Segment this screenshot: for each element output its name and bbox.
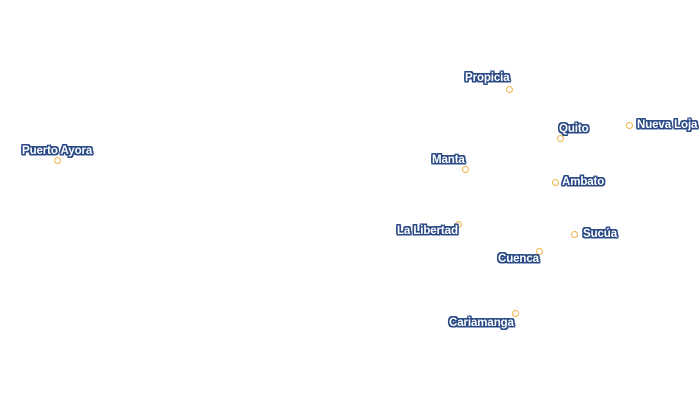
city-label-propicia: Propicia [465, 72, 510, 84]
city-label-cariamanga: Cariamanga [449, 317, 514, 329]
city-marker-cariamanga[interactable] [512, 310, 519, 317]
city-label-manta: Manta [432, 154, 465, 166]
city-marker-quito[interactable] [557, 135, 564, 142]
city-label-nueva-loja: Nueva Loja [637, 119, 698, 131]
city-marker-manta[interactable] [462, 166, 469, 173]
city-marker-ambato[interactable] [552, 179, 559, 186]
city-marker-puerto-ayora[interactable] [54, 157, 61, 164]
city-marker-cuenca[interactable] [536, 248, 543, 255]
city-marker-nueva-loja[interactable] [626, 122, 633, 129]
city-label-quito: Quito [559, 123, 589, 135]
city-label-sucua: Sucúa [583, 228, 618, 240]
city-label-cuenca: Cuenca [498, 253, 539, 265]
city-label-la-libertad: La Libertad [397, 225, 458, 237]
city-marker-propicia[interactable] [506, 86, 513, 93]
city-marker-sucua[interactable] [571, 231, 578, 238]
city-label-puerto-ayora: Puerto Ayora [22, 145, 93, 157]
city-label-ambato: Ambato [562, 176, 605, 188]
city-marker-la-libertad[interactable] [455, 221, 462, 228]
